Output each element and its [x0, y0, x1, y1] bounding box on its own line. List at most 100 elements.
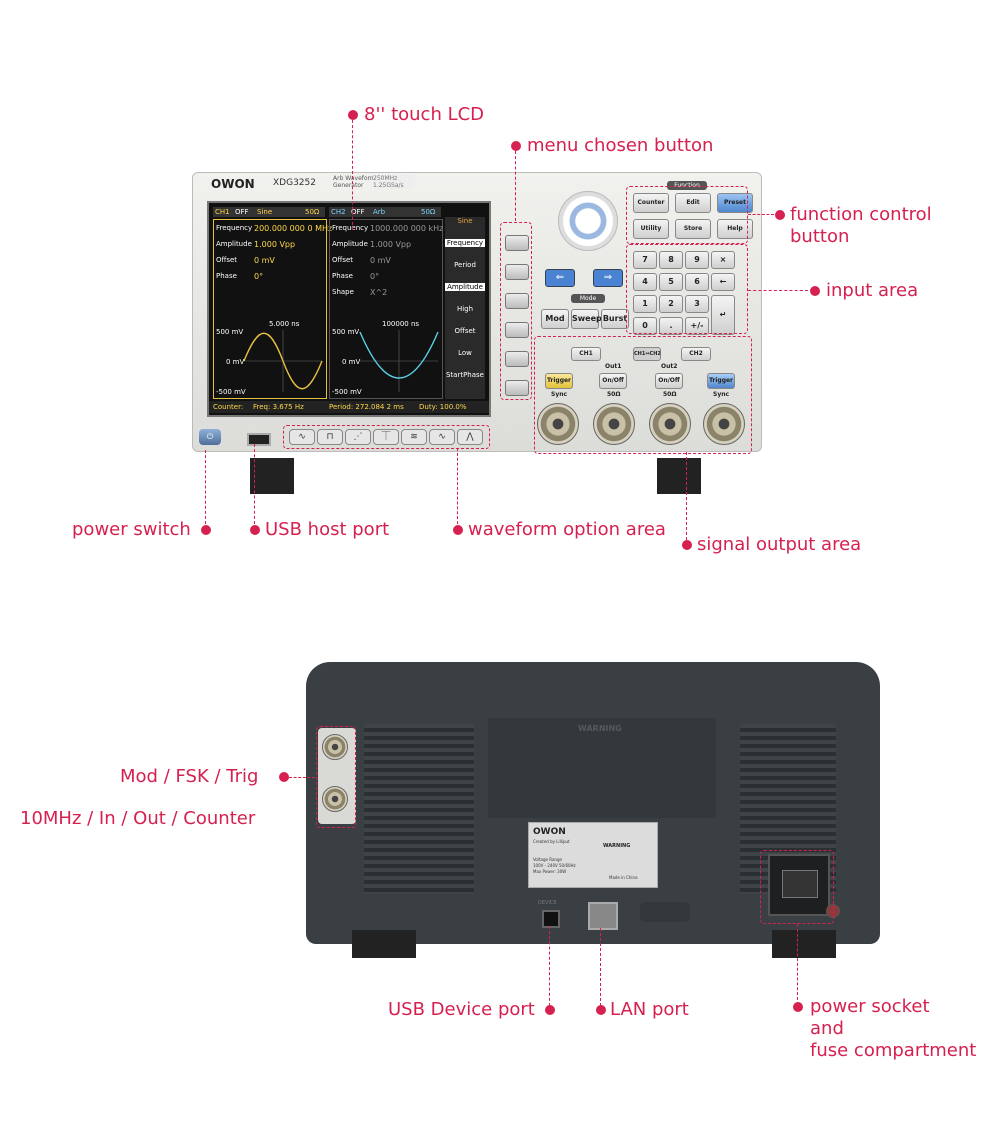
lan-port[interactable]: [588, 902, 618, 930]
ch1-header: CH1 OFF Sine 50Ω: [213, 207, 325, 217]
numpad-key[interactable]: 2: [659, 295, 683, 313]
screen-menu-item[interactable]: Frequency: [445, 239, 485, 247]
param-value[interactable]: 0°: [370, 272, 380, 281]
screen-menu-item[interactable]: Low: [458, 349, 472, 357]
rear-label-warning: WARNING: [603, 843, 631, 849]
screen-menu-item[interactable]: Amplitude: [445, 283, 485, 291]
waveform-button[interactable]: ⏉: [373, 429, 399, 445]
numpad-key[interactable]: 1: [633, 295, 657, 313]
power-socket[interactable]: [768, 854, 830, 916]
help-button[interactable]: Help: [717, 219, 753, 239]
left-arrow-button[interactable]: ⇐: [545, 269, 575, 287]
menu-side-button[interactable]: [505, 293, 529, 309]
waveform-icon: ⏉: [381, 432, 391, 442]
numpad-key[interactable]: .: [659, 317, 683, 335]
numpad-key[interactable]: +/-: [685, 317, 709, 335]
waveform-button[interactable]: ⋰: [345, 429, 371, 445]
mode-mod-button[interactable]: Mod: [541, 309, 569, 329]
edit-button[interactable]: Edit: [675, 193, 711, 213]
numpad-key[interactable]: 5: [659, 273, 683, 291]
param-value[interactable]: 0°: [254, 272, 264, 281]
waveform-button[interactable]: ⋀: [457, 429, 483, 445]
menu-side-button[interactable]: [505, 380, 529, 396]
waveform-icon: ⊓: [326, 432, 334, 442]
waveform-button[interactable]: ≋: [401, 429, 427, 445]
usb-device-port[interactable]: [542, 910, 560, 928]
out1-bnc[interactable]: [593, 403, 635, 445]
numpad-key[interactable]: 6: [685, 273, 709, 291]
waveform-button[interactable]: ∿: [289, 429, 315, 445]
screen-menu-item[interactable]: StartPhase: [445, 371, 484, 379]
screen-menu-item[interactable]: Sine: [457, 217, 473, 225]
numpad-key[interactable]: ×: [711, 251, 735, 269]
ch1-button[interactable]: CH1: [571, 347, 601, 361]
lan-dot: [596, 1005, 606, 1015]
menu-side-button[interactable]: [505, 235, 529, 251]
menu-side-button[interactable]: [505, 351, 529, 367]
lcd-screen[interactable]: CH1 OFF Sine 50Ω CH2 OFF Arb 50Ω Frequen…: [207, 201, 491, 417]
sync2-bnc[interactable]: [703, 403, 745, 445]
store-button[interactable]: Store: [675, 219, 711, 239]
ch1-ch2-button[interactable]: CH1⇔CH2: [633, 347, 661, 361]
waveform-button[interactable]: ∿: [429, 429, 455, 445]
mode-sweep-button[interactable]: Sweep: [571, 309, 602, 329]
numpad-key[interactable]: 9: [685, 251, 709, 269]
rotary-knob[interactable]: [558, 191, 618, 251]
vent-left: [364, 724, 474, 894]
mode-label: Mode: [571, 294, 605, 303]
warning-title: WARNING: [578, 724, 622, 733]
rear-brand: OWON: [533, 827, 566, 837]
menu-side-button[interactable]: [505, 322, 529, 338]
counter-button[interactable]: Counter: [633, 193, 669, 213]
waveform-button[interactable]: ⊓: [317, 429, 343, 445]
ch2-button[interactable]: CH2: [681, 347, 711, 361]
ch1-time: 5.000 ns: [269, 320, 300, 328]
screen-menu-item[interactable]: Offset: [454, 327, 476, 335]
ohm1-label: 50Ω: [607, 391, 621, 398]
param-value[interactable]: 1.000 Vpp: [370, 240, 412, 249]
onoff1-button[interactable]: On/Off: [599, 373, 627, 389]
param-value[interactable]: 1.000 Vpp: [254, 240, 296, 249]
numpad-key[interactable]: 7: [633, 251, 657, 269]
ch1-y-bot: -500 mV: [216, 388, 246, 396]
menu-side-button[interactable]: [505, 264, 529, 280]
wave-leader: [457, 448, 458, 524]
rear-voltage: Voltage Range: [533, 857, 562, 862]
mode-burst-button[interactable]: Burst: [601, 309, 629, 329]
input-leader: [748, 290, 808, 291]
numpad-key[interactable]: 3: [685, 295, 709, 313]
brand-logo: OWON: [211, 177, 255, 191]
screen-menu-item[interactable]: Period: [454, 261, 476, 269]
preset-button[interactable]: Preset: [717, 193, 753, 213]
utility-button[interactable]: Utility: [633, 219, 669, 239]
numpad-key[interactable]: ←: [711, 273, 735, 291]
onoff2-button[interactable]: On/Off: [655, 373, 683, 389]
out2-bnc[interactable]: [649, 403, 691, 445]
numpad-enter-key[interactable]: ↵: [711, 295, 735, 335]
param-value[interactable]: 0 mV: [370, 256, 391, 265]
param-value[interactable]: 200.000 000 0 MHz: [254, 224, 333, 233]
param-label: Shape: [332, 288, 354, 296]
left-arrow-icon: ⇐: [555, 272, 565, 283]
trigger2-button[interactable]: Trigger: [707, 373, 735, 389]
right-arrow-icon: ⇒: [603, 272, 613, 283]
screen-menu-item[interactable]: High: [456, 305, 474, 313]
numpad-key[interactable]: 4: [633, 273, 657, 291]
trigger1-button[interactable]: Trigger: [545, 373, 573, 389]
param-value[interactable]: 1000.000 000 kHz: [370, 224, 444, 233]
mod-fsk-trig-bnc[interactable]: [322, 734, 348, 760]
usb-host-port[interactable]: [247, 433, 271, 446]
model-name: XDG3252: [273, 178, 316, 188]
right-arrow-button[interactable]: ⇒: [593, 269, 623, 287]
counter-bnc[interactable]: [322, 786, 348, 812]
power-button[interactable]: ⏻: [199, 429, 221, 445]
socket-leader: [797, 924, 798, 1000]
param-value[interactable]: 0 mV: [254, 256, 275, 265]
numpad-key[interactable]: 0: [633, 317, 657, 335]
numpad-key[interactable]: 8: [659, 251, 683, 269]
rear-voltage-val: 100V - 240V 50/60Hz: [533, 863, 576, 868]
ch2-header: CH2 OFF Arb 50Ω: [329, 207, 441, 217]
sync1-bnc[interactable]: [537, 403, 579, 445]
param-value[interactable]: X^2: [370, 288, 388, 297]
param-label: Offset: [332, 256, 354, 264]
